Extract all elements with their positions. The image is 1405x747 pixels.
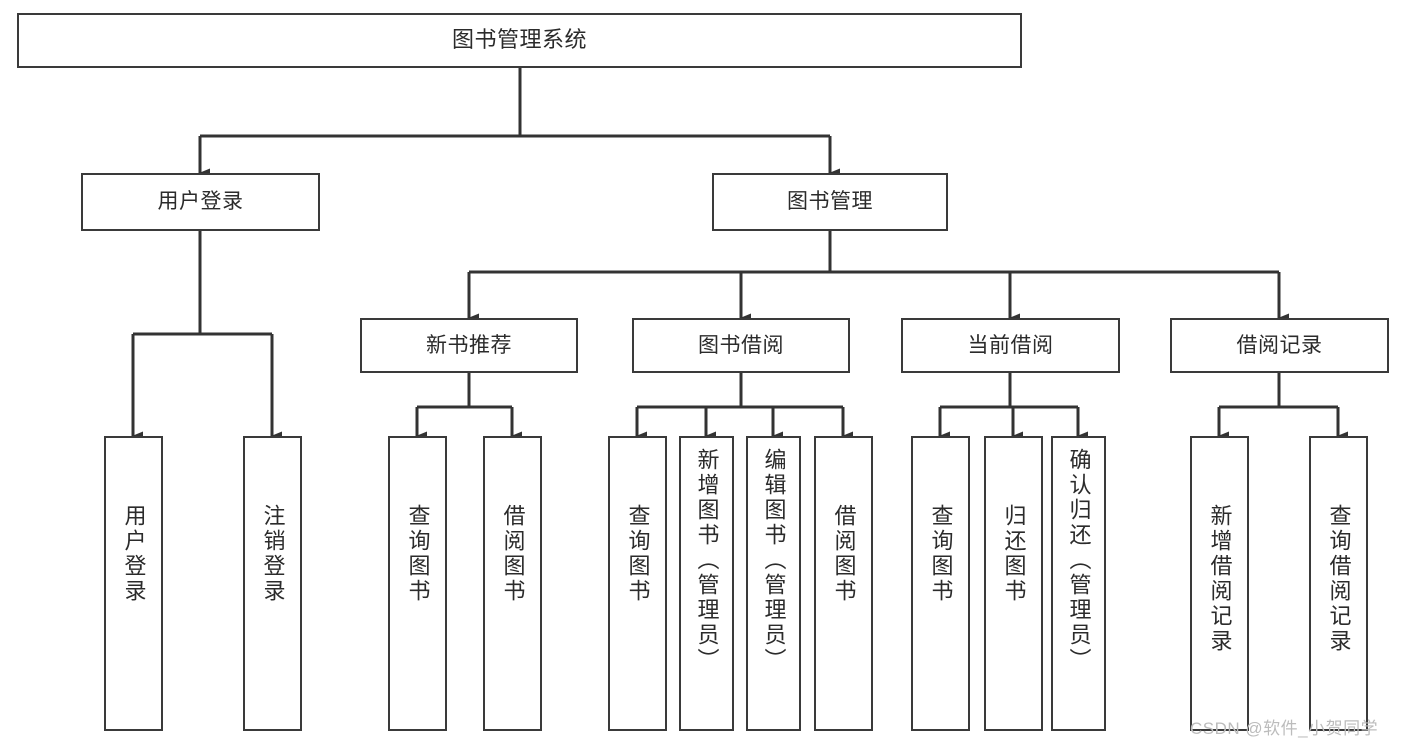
node-leaf-add-record[interactable]: 新增借阅记录 xyxy=(1190,436,1249,731)
node-label-leaf-user-login: 用户登录 xyxy=(121,504,147,604)
node-label-user-login: 用户登录 xyxy=(157,190,244,214)
node-label-leaf-borrow-book-2: 借阅图书 xyxy=(831,504,857,604)
watermark-label: CSDN @软件_小贺同学 xyxy=(1190,719,1379,738)
node-label-new-book-rec: 新书推荐 xyxy=(426,333,512,357)
node-label-root: 图书管理系统 xyxy=(451,27,587,53)
node-label-book-borrow: 图书借阅 xyxy=(698,333,784,357)
node-leaf-query-book-2[interactable]: 查询图书 xyxy=(608,436,667,731)
node-label-leaf-confirm-return: 确认归还（管理员） xyxy=(1066,448,1092,673)
node-label-leaf-query-book-3: 查询图书 xyxy=(928,504,954,604)
node-label-leaf-query-book-2: 查询图书 xyxy=(625,504,651,604)
node-label-leaf-query-book-1: 查询图书 xyxy=(405,504,431,604)
node-leaf-add-book[interactable]: 新增图书（管理员） xyxy=(679,436,734,731)
node-leaf-user-login[interactable]: 用户登录 xyxy=(104,436,163,731)
node-leaf-logout[interactable]: 注销登录 xyxy=(243,436,302,731)
node-leaf-confirm-return[interactable]: 确认归还（管理员） xyxy=(1051,436,1106,731)
node-label-leaf-return-book: 归还图书 xyxy=(1001,504,1027,604)
node-leaf-return-book[interactable]: 归还图书 xyxy=(984,436,1043,731)
node-user-login[interactable]: 用户登录 xyxy=(81,173,320,231)
node-book-manage[interactable]: 图书管理 xyxy=(712,173,948,231)
node-label-leaf-add-book: 新增图书（管理员） xyxy=(694,448,720,673)
node-label-leaf-query-record: 查询借阅记录 xyxy=(1326,504,1352,654)
node-label-leaf-borrow-book-1: 借阅图书 xyxy=(500,504,526,604)
node-label-leaf-edit-book: 编辑图书（管理员） xyxy=(761,448,787,673)
node-label-leaf-add-record: 新增借阅记录 xyxy=(1207,504,1233,654)
node-new-book-rec[interactable]: 新书推荐 xyxy=(360,318,578,373)
node-book-borrow[interactable]: 图书借阅 xyxy=(632,318,850,373)
node-label-current-borrow: 当前借阅 xyxy=(967,333,1054,357)
node-leaf-query-record[interactable]: 查询借阅记录 xyxy=(1309,436,1368,731)
node-leaf-query-book-3[interactable]: 查询图书 xyxy=(911,436,970,731)
node-leaf-query-book-1[interactable]: 查询图书 xyxy=(388,436,447,731)
node-root[interactable]: 图书管理系统 xyxy=(17,13,1022,68)
node-leaf-borrow-book-1[interactable]: 借阅图书 xyxy=(483,436,542,731)
node-borrow-record[interactable]: 借阅记录 xyxy=(1170,318,1389,373)
node-leaf-edit-book[interactable]: 编辑图书（管理员） xyxy=(746,436,801,731)
node-label-borrow-record: 借阅记录 xyxy=(1236,333,1323,357)
node-label-book-manage: 图书管理 xyxy=(787,190,873,214)
node-label-leaf-logout: 注销登录 xyxy=(260,504,286,604)
node-current-borrow[interactable]: 当前借阅 xyxy=(901,318,1120,373)
connector-edges xyxy=(131,68,1348,441)
node-leaf-borrow-book-2[interactable]: 借阅图书 xyxy=(814,436,873,731)
